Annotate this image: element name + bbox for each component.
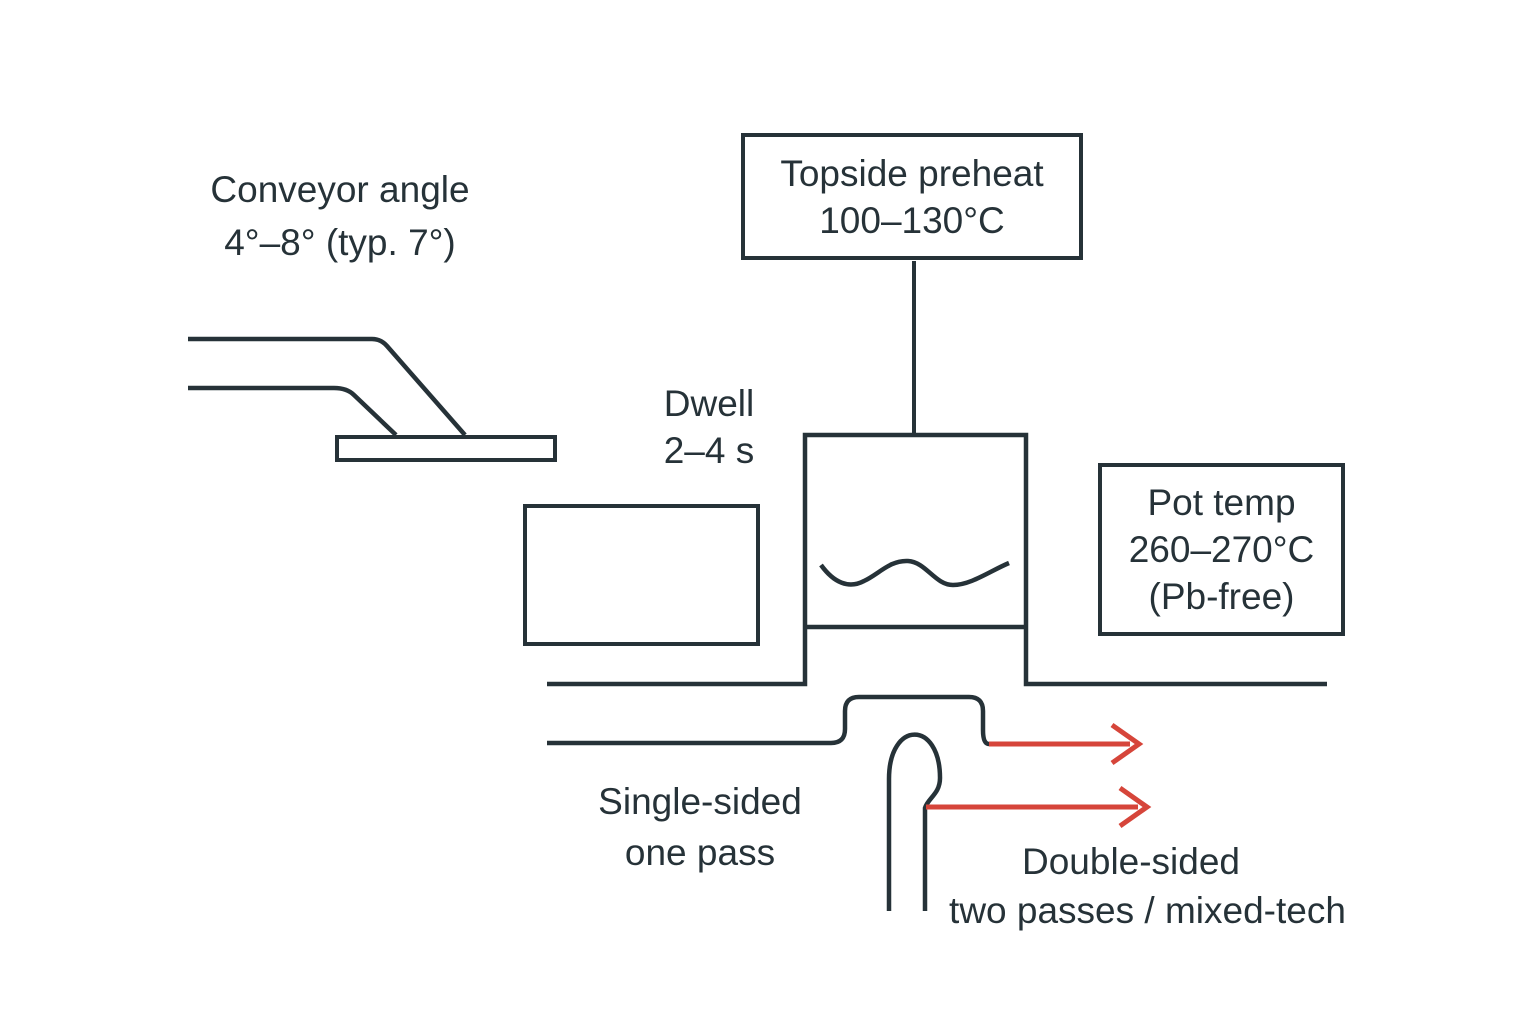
pot-temp-line1: Pot temp [1147,482,1296,523]
conveyor-plate [335,435,557,462]
single-pass-arrow [989,722,1144,766]
double-sided-label-line1: Double-sided [1021,841,1241,882]
single-pass-arrowhead-icon [1110,722,1144,766]
conveyor-lower-rail-line [188,385,398,437]
conveyor-upper-rail-line [188,336,467,437]
board-path-line [547,694,990,747]
second-pass-loop-line [886,732,943,911]
conveyor-angle-label: Conveyor angle 4°–8° (typ. 7°) [180,163,500,269]
pot-temp-line2: 260–270°C [1128,529,1315,570]
double-pass-arrow [926,785,1152,829]
conveyor-angle-label-line2: 4°–8° (typ. 7°) [224,222,456,263]
pot-temp-box: Pot temp 260–270°C (Pb-free) [1098,463,1345,636]
dwell-label-line1: Dwell [663,383,755,424]
pot-temp-line3: (Pb-free) [1148,576,1295,617]
topside-preheat-line2: 100–130°C [819,199,1005,241]
double-pass-arrowhead-icon [1118,785,1152,829]
single-sided-label: Single-sided one pass [550,776,850,878]
solder-wave-line [819,558,1010,588]
topside-preheat-line1: Topside preheat [780,152,1044,194]
conveyor-angle-label-line1: Conveyor angle [210,169,470,210]
dwell-label: Dwell 2–4 s [599,380,819,474]
topside-preheat-box: Topside preheat 100–130°C [741,133,1083,260]
single-sided-label-line2: one pass [624,832,776,873]
solder-pot-outline [547,432,1327,687]
double-sided-label-line2: two passes / mixed-tech [949,890,1346,931]
dwell-label-line2: 2–4 s [663,430,755,471]
preheat-zone-box [523,504,760,646]
single-sided-label-line1: Single-sided [598,781,802,822]
